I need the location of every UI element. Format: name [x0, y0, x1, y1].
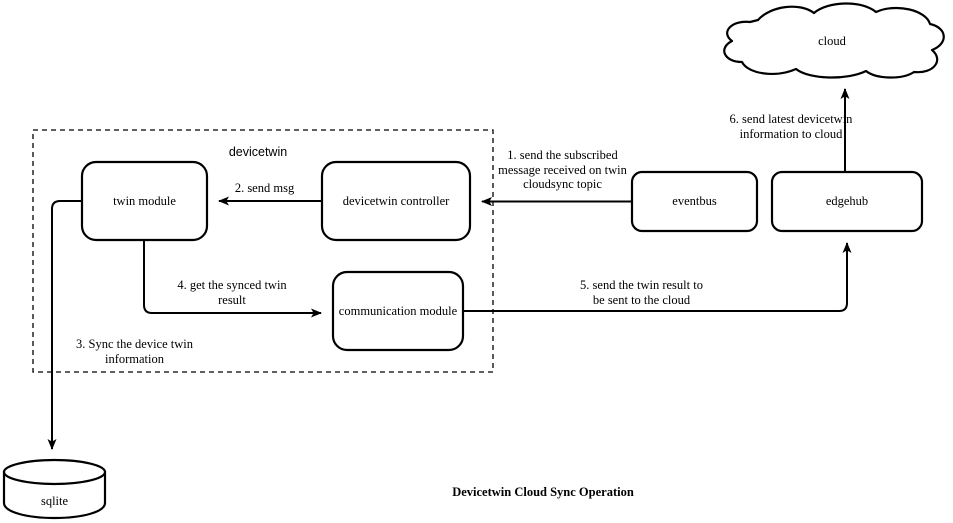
communication-module-node[interactable]	[333, 272, 463, 350]
eventbus-node[interactable]	[632, 172, 757, 231]
edge-3-path	[47, 200, 82, 450]
sqlite-node[interactable]	[4, 460, 105, 518]
edge-4-path	[143, 240, 322, 318]
cloud-node[interactable]	[726, 8, 943, 80]
diagram-title: Devicetwin Cloud Sync Operation	[452, 485, 634, 499]
edgehub-node[interactable]	[772, 172, 922, 231]
edge-5-path	[463, 242, 852, 312]
node-cloud[interactable]	[723, 2, 945, 79]
node-edgehub[interactable]	[770, 170, 924, 233]
devicetwin-group-boundary	[32, 129, 494, 373]
devicetwin-controller-node[interactable]	[322, 162, 470, 240]
twin-module-node[interactable]	[82, 162, 207, 240]
node-sqlite-top	[2, 458, 107, 486]
